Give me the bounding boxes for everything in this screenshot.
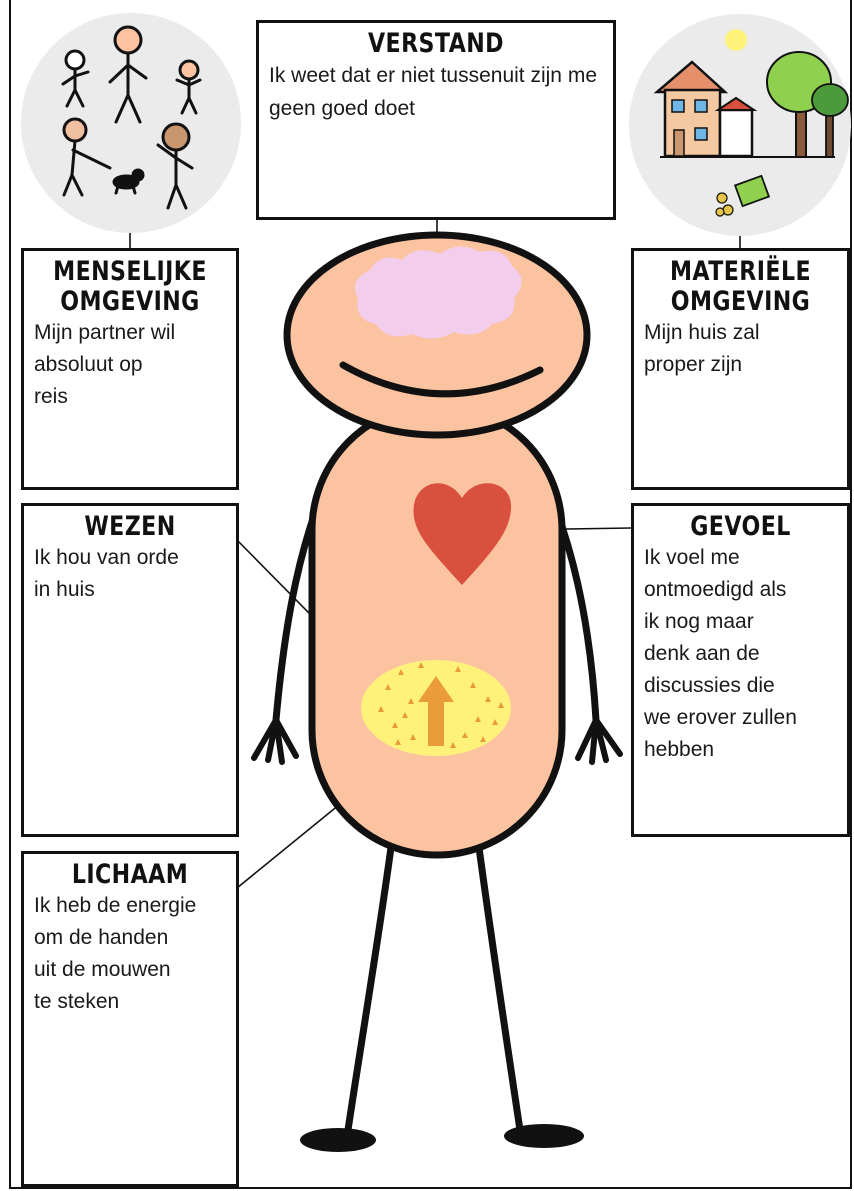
verstand-title: VERSTAND	[299, 29, 573, 59]
menselijke-omgeving-title: MENSELIJKE OMGEVING	[51, 257, 208, 317]
gevoel-box: GEVOEL Ik voel me ontmoedigd als ik nog …	[631, 503, 850, 837]
people-illustration-icon	[21, 13, 241, 233]
gevoel-text: Ik voel me ontmoedigd als ik nog maar de…	[644, 542, 837, 766]
connector-lichaam	[237, 800, 345, 888]
lichaam-title: LICHAAM	[51, 860, 208, 890]
wezen-text: Ik hou van orde in huis	[34, 542, 226, 606]
verstand-text: Ik weet dat er niet tussenuit zijn me ge…	[269, 59, 603, 125]
lichaam-box: LICHAAM Ik heb de energie om de handen u…	[21, 851, 239, 1187]
verstand-box: VERSTAND Ik weet dat er niet tussenuit z…	[256, 20, 616, 220]
torso	[312, 405, 562, 855]
lichaam-text: Ik heb de energie om de handen uit de mo…	[34, 890, 226, 1018]
wezen-title: WEZEN	[51, 512, 208, 542]
figure	[254, 235, 620, 1152]
materiele-omgeving-box: MATERIËLE OMGEVING Mijn huis zal proper …	[631, 248, 850, 490]
menselijke-omgeving-text: Mijn partner wil absoluut op reis	[34, 317, 226, 413]
house-trees-money-icon	[629, 14, 851, 236]
belly-arrow-icon	[361, 660, 511, 756]
wezen-box: WEZEN Ik hou van orde in huis	[21, 503, 239, 837]
gevoel-title: GEVOEL	[661, 512, 819, 542]
menselijke-omgeving-box: MENSELIJKE OMGEVING Mijn partner wil abs…	[21, 248, 239, 490]
materiele-omgeving-text: Mijn huis zal proper zijn	[644, 317, 837, 381]
materiele-omgeving-title: MATERIËLE OMGEVING	[661, 257, 819, 317]
